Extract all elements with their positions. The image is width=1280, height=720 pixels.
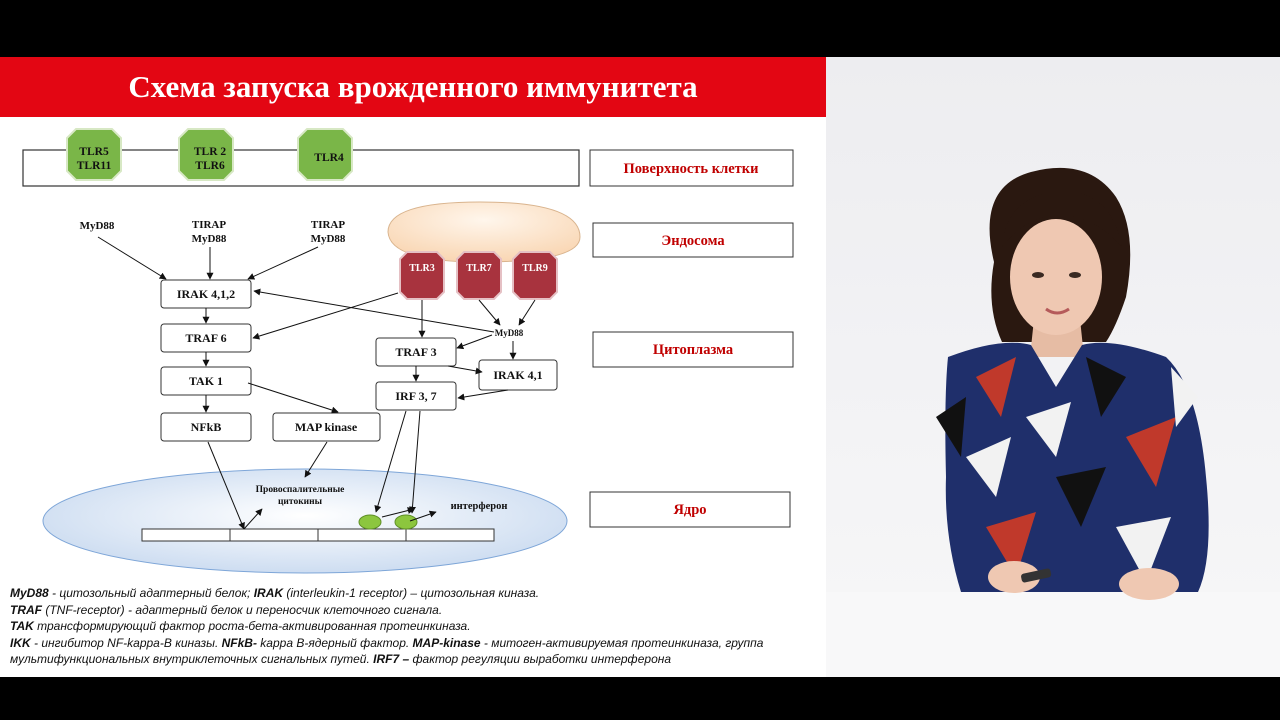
tlr2-6-receptor: TLR 2 TLR6	[178, 128, 234, 181]
interferon-label: интерферон	[451, 501, 508, 512]
node-traf6-label: TRAF 6	[185, 331, 226, 345]
legend-term: IRF7 –	[373, 652, 410, 666]
tlr9-receptor: TLR9	[512, 251, 558, 300]
legend-text: (interleukin-1 receptor) – цитозольная к…	[283, 586, 540, 600]
node-irak41	[478, 359, 558, 391]
dna-strip	[141, 528, 495, 542]
tlr7-receptor: TLR7	[456, 251, 502, 300]
svg-text:TLR7: TLR7	[466, 263, 492, 274]
legend-term: IRAK	[253, 586, 284, 600]
legend-term: IKK	[10, 635, 31, 650]
svg-text:TLR5: TLR5	[79, 146, 109, 158]
svg-text:TLR3: TLR3	[409, 263, 435, 274]
node-map-kinase	[272, 412, 381, 442]
tlr3-receptor: TLR3	[399, 251, 445, 300]
adaptor-myd88-col1: MyD88	[80, 220, 115, 232]
region-endosome-label: Эндосома	[661, 233, 725, 249]
legend-text: мультифункциональных внутриклеточных сиг…	[10, 652, 374, 666]
adaptor-tirap-col2: TIRAP	[192, 219, 227, 231]
legend-text: (TNF-receptor) - адаптерный белок и пере…	[42, 602, 443, 617]
region-cytoplasm-label: Цитоплазма	[653, 342, 734, 358]
legend-line: TAK трансформирующий фактор роста-бета-а…	[10, 618, 822, 635]
adaptor-myd88-col2: MyD88	[192, 233, 227, 245]
legend-text: фактор регуляции выработки интерферона	[409, 652, 672, 666]
legend-term: NFkB-	[221, 635, 257, 650]
pathway-diagram: TLR5 TLR11 TLR 2 TLR6 TLR4 TLR3 TLR7 TLR…	[22, 128, 794, 574]
region-nucleus-label: Ядро	[673, 502, 706, 518]
legend-line: TRAF (TNF-receptor) - адаптерный белок и…	[10, 602, 822, 619]
legend-text: kappa B-ядерный фактор.	[256, 635, 413, 650]
adaptor-tirap-col3: TIRAP	[311, 219, 346, 231]
node-irak41-label: IRAK 4,1	[493, 368, 542, 382]
legend-term: TAK	[10, 619, 34, 633]
adaptor-myd88-endosomal: MyD88	[495, 328, 524, 338]
legend-term: MyD88	[10, 586, 49, 600]
abbreviation-legend: MyD88 - цитозольный адаптерный белок; IR…	[10, 585, 822, 668]
node-nfkb-label: NFkB	[191, 420, 222, 434]
svg-text:TLR11: TLR11	[77, 160, 112, 172]
nucleus-shape	[42, 468, 568, 574]
legend-text: - цитозольный адаптерный белок;	[48, 586, 254, 600]
node-map-kinase-label: MAP kinase	[295, 420, 358, 434]
tlr4-receptor: TLR4	[297, 128, 353, 181]
node-tak1-label: TAK 1	[189, 374, 223, 388]
legend-line: MyD88 - цитозольный адаптерный белок; IR…	[10, 585, 822, 602]
legend-term: TRAF	[10, 602, 42, 617]
tlr5-11-receptor: TLR5 TLR11	[66, 128, 122, 181]
svg-text:TLR 2: TLR 2	[194, 146, 227, 158]
presenter-figure	[826, 167, 1280, 677]
cytokines-label-1: Провоспалительные	[256, 485, 345, 495]
legend-line: IKK - ингибитор NF-kappa-B киназы. NFkB-…	[10, 635, 822, 652]
interferon-gene-dot	[394, 514, 418, 530]
node-irf37	[375, 381, 457, 411]
interferon-gene-dot	[358, 514, 382, 530]
node-irak412-label: IRAK 4,1,2	[177, 287, 235, 301]
node-traf3-label: TRAF 3	[395, 345, 436, 359]
legend-text: - ингибитор NF-kappa-B киназы.	[30, 635, 222, 650]
slide: Схема запуска врожденного иммунитета	[0, 57, 826, 677]
node-nfkb	[160, 412, 252, 442]
svg-text:TLR4: TLR4	[314, 152, 344, 164]
adaptor-myd88-col3: MyD88	[311, 233, 346, 245]
legend-text: - митоген-активируемая протеинкиназа, гр…	[480, 635, 764, 650]
svg-text:TLR9: TLR9	[522, 263, 548, 274]
arrows	[97, 236, 536, 530]
title-bar: Схема запуска врожденного иммунитета	[0, 57, 826, 117]
node-irf37-label: IRF 3, 7	[395, 389, 436, 403]
svg-text:TLR6: TLR6	[195, 160, 225, 172]
slide-title: Схема запуска врожденного иммунитета	[128, 69, 698, 104]
legend-line: мультифункциональных внутриклеточных сиг…	[10, 651, 822, 668]
legend-text: трансформирующий фактор роста-бета-актив…	[33, 619, 471, 633]
legend-term: MAP-kinase	[412, 635, 481, 650]
cytokines-label-2: цитокины	[278, 497, 323, 507]
region-labels: Поверхность клетки Эндосома Цитоплазма Я…	[589, 149, 794, 528]
presenter-video	[826, 57, 1280, 677]
region-surface-label: Поверхность клетки	[624, 161, 759, 177]
